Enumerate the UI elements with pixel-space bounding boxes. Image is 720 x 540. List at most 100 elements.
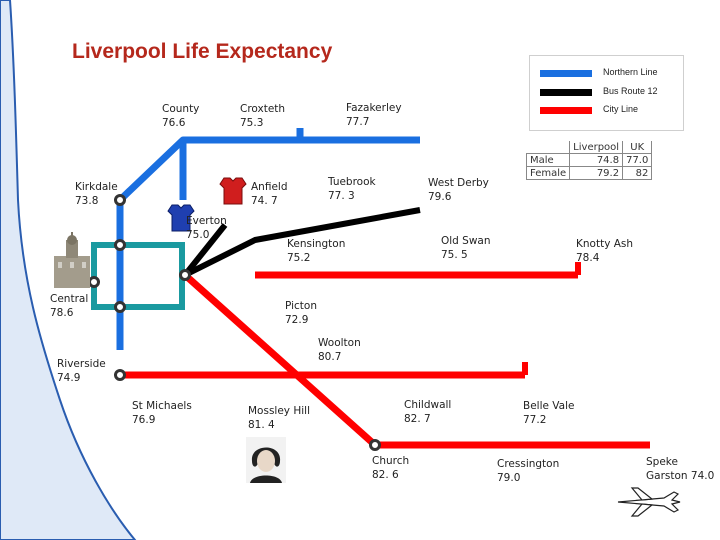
station-value: 82. 6 — [372, 469, 399, 481]
station-value: 75.0 — [186, 229, 210, 241]
legend: Northern Line Bus Route 12 City Line — [529, 55, 684, 131]
station-label-anfield: Anfield 74. 7 — [251, 180, 288, 208]
station-label-childwall: Childwall 82. 7 — [404, 398, 451, 426]
legend-item-northern-line: Northern Line — [540, 67, 682, 79]
station-value: 78.6 — [50, 307, 74, 319]
station-name: Speke — [646, 456, 678, 468]
column-header-uk: UK — [622, 141, 653, 154]
row-label: Female — [525, 166, 571, 180]
station-value: 73.8 — [75, 195, 99, 207]
station-value: 77.2 — [523, 414, 547, 426]
city-centre-loop — [91, 242, 185, 310]
station-name: Croxteth — [240, 103, 286, 115]
legend-label: City Line — [603, 104, 639, 114]
station-name: Kirkdale — [75, 181, 118, 193]
station-name: Belle Vale — [523, 400, 575, 412]
cell-uk: 77.0 — [622, 153, 653, 167]
page-title: Liverpool Life Expectancy — [72, 40, 333, 63]
life-expectancy-table: Liverpool UK Male 74.8 77.0 Female 79.2 … — [525, 141, 653, 180]
river-mersey — [0, 0, 137, 540]
station-marker-church — [369, 439, 381, 451]
station-value: 76.6 — [162, 117, 186, 129]
station-value: 75.2 — [287, 252, 311, 264]
station-label-croxteth: Croxteth 75.3 — [240, 102, 285, 130]
bus-route-12-spur — [182, 223, 228, 277]
station-label-belle-vale: Belle Vale 77.2 — [523, 399, 574, 427]
station-name: Everton — [186, 215, 227, 227]
legend-item-city-line: City Line — [540, 104, 682, 116]
cell-liverpool: 74.8 — [569, 153, 624, 167]
table-corner — [527, 141, 570, 154]
station-value: 77. 3 — [328, 190, 355, 202]
station-label-riverside: Riverside 74.9 — [57, 357, 106, 385]
station-value: Garston 74.0 — [646, 470, 715, 482]
legend-swatch — [540, 70, 592, 77]
station-marker-kirkdale — [114, 194, 126, 206]
station-label-picton: Picton 72.9 — [285, 299, 317, 327]
person-portrait-icon — [246, 437, 286, 483]
station-name: Central — [50, 293, 89, 305]
station-value: 78.4 — [576, 252, 600, 264]
station-label-central: Central 78.6 — [50, 292, 88, 320]
station-value: 82. 7 — [404, 413, 431, 425]
row-label: Male — [525, 153, 571, 167]
legend-label: Bus Route 12 — [603, 86, 658, 96]
station-value: 72.9 — [285, 314, 309, 326]
station-value: 77.7 — [346, 116, 370, 128]
station-marker-riverside — [114, 369, 126, 381]
station-name: West Derby — [428, 177, 489, 189]
station-label-old-swan: Old Swan 75. 5 — [441, 234, 491, 262]
station-name: Childwall — [404, 399, 452, 411]
table-row: Female 79.2 82 — [525, 166, 653, 180]
station-name: Woolton — [318, 337, 361, 349]
airplane-icon — [617, 487, 681, 517]
station-name: Knotty Ash — [576, 238, 634, 250]
station-value: 81. 4 — [248, 419, 275, 431]
legend-item-bus-route-12: Bus Route 12 — [540, 86, 682, 98]
station-value: 75.3 — [240, 117, 264, 129]
station-label-church: Church 82. 6 — [372, 454, 409, 482]
station-name: Riverside — [57, 358, 106, 370]
station-marker-central-top — [114, 239, 126, 251]
legend-swatch — [540, 107, 592, 114]
station-marker-loop-left — [88, 276, 100, 288]
station-value: 75. 5 — [441, 249, 468, 261]
station-value: 74. 7 — [251, 195, 278, 207]
station-name: Cressington — [497, 458, 560, 470]
station-label-cressington: Cressington 79.0 — [497, 457, 559, 485]
station-value: 79.0 — [497, 472, 521, 484]
liver-building-icon — [54, 232, 90, 288]
station-label-county: County 76.6 — [162, 102, 199, 130]
legend-label: Northern Line — [603, 67, 658, 77]
table-row: Male 74.8 77.0 — [525, 153, 653, 167]
station-name: Mossley Hill — [248, 405, 311, 417]
legend-swatch — [540, 89, 592, 96]
station-label-mossley-hill: Mossley Hill 81. 4 — [248, 404, 310, 432]
station-name: Anfield — [251, 181, 288, 193]
station-name: County — [162, 103, 200, 115]
station-name: Fazakerley — [346, 102, 402, 114]
station-value: 79.6 — [428, 191, 452, 203]
station-name: Church — [372, 455, 410, 467]
station-label-kensington: Kensington 75.2 — [287, 237, 345, 265]
station-name: Kensington — [287, 238, 346, 250]
table-header-row: Liverpool UK — [527, 141, 653, 154]
station-name: Picton — [285, 300, 317, 312]
station-value: 74.9 — [57, 372, 81, 384]
station-value: 80.7 — [318, 351, 342, 363]
station-name: St Michaels — [132, 400, 192, 412]
everton-shirt-icon — [167, 204, 195, 232]
station-name: Old Swan — [441, 235, 491, 247]
station-label-west-derby: West Derby 79.6 — [428, 176, 489, 204]
station-label-knotty-ash: Knotty Ash 78.4 — [576, 237, 633, 265]
station-label-fazakerley: Fazakerley 77.7 — [346, 101, 402, 129]
liverpool-shirt-icon — [219, 177, 247, 205]
station-marker-central — [114, 301, 126, 313]
station-label-st-michaels: St Michaels 76.9 — [132, 399, 192, 427]
station-value: 76.9 — [132, 414, 156, 426]
station-label-everton: Everton 75.0 — [186, 214, 227, 242]
station-label-woolton: Woolton 80.7 — [318, 336, 361, 364]
column-header-liverpool: Liverpool — [569, 141, 624, 154]
